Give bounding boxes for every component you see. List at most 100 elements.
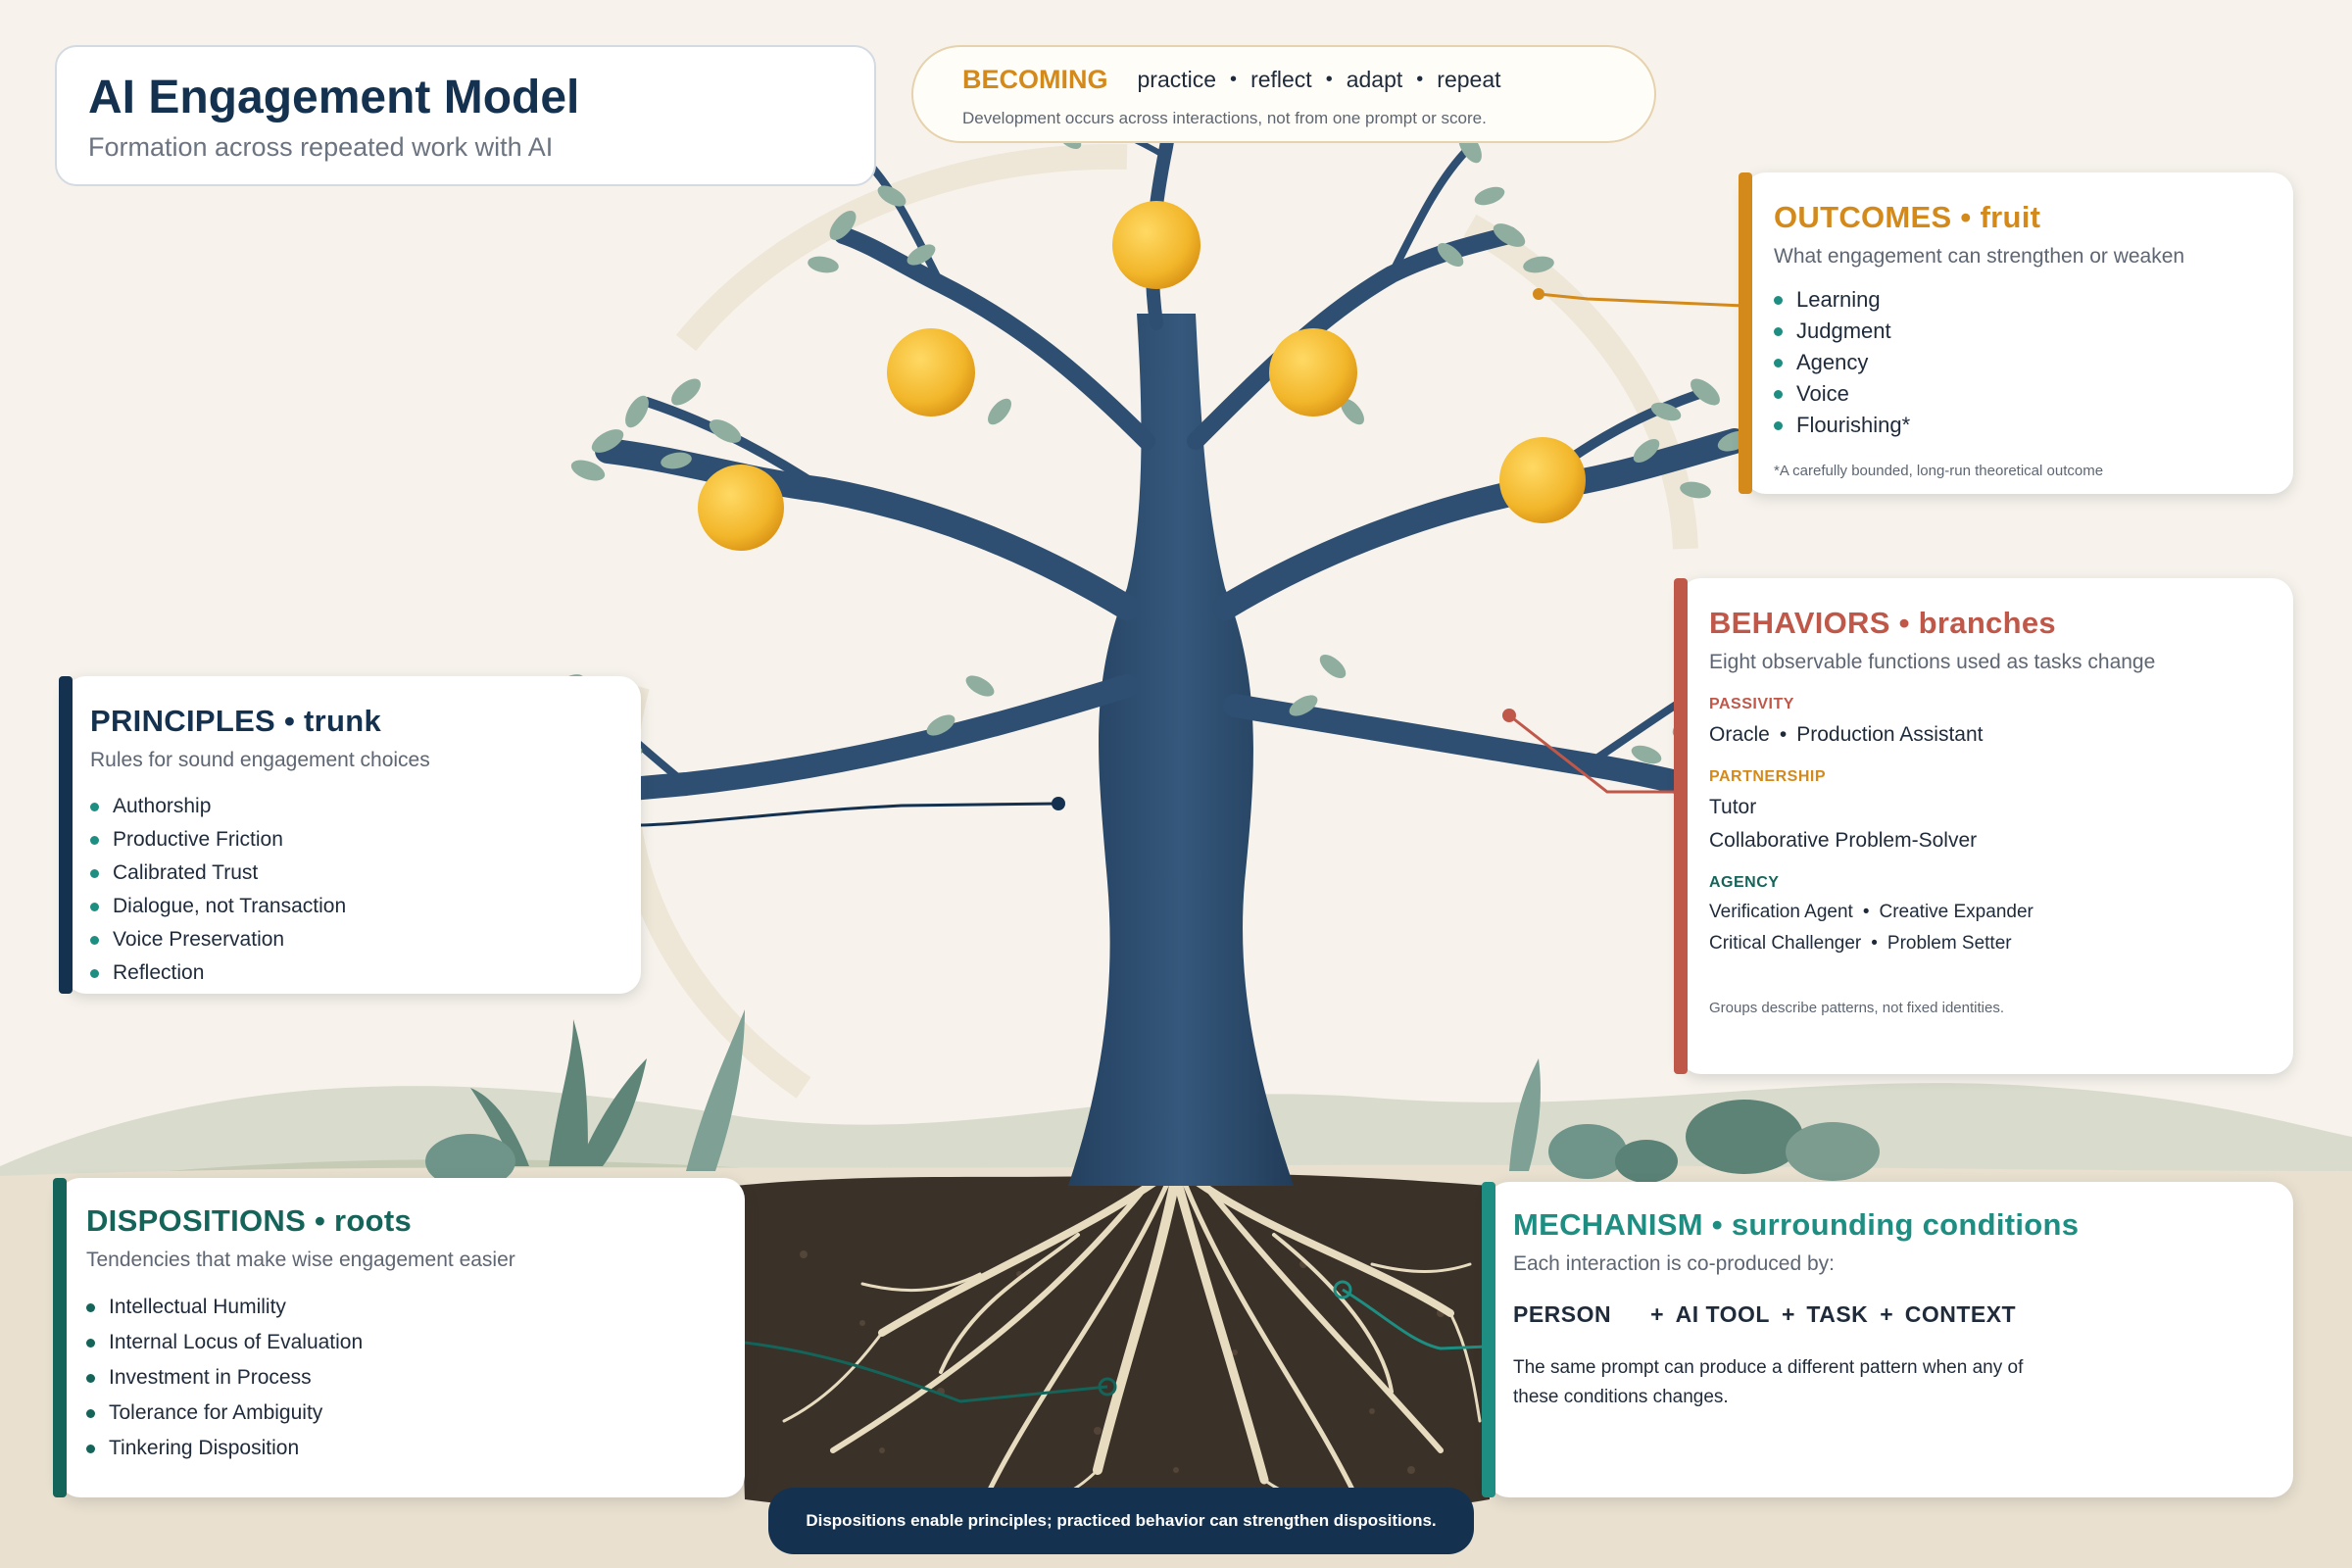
group-line: Oracle • Production Assistant xyxy=(1709,723,2264,747)
summary-banner: Dispositions enable principles; practice… xyxy=(768,1488,1474,1554)
bullet-icon xyxy=(86,1408,95,1418)
bullet-icon xyxy=(90,868,99,878)
bullet-icon xyxy=(1774,389,1783,399)
factor-label: CONTEXT xyxy=(1904,1301,2017,1327)
principles-subtitle: Rules for sound engagement choices xyxy=(90,749,430,771)
shrub-group xyxy=(425,1009,1880,1189)
behavior-label: Tutor xyxy=(1709,796,1757,818)
list-item-label: Internal Locus of Evaluation xyxy=(109,1331,364,1353)
separator-dot: • xyxy=(1416,69,1424,90)
separator-dot: • xyxy=(1862,902,1870,922)
principles-card: PRINCIPLES • trunk Rules for sound engag… xyxy=(59,676,641,994)
list-item: Authorship xyxy=(90,790,612,823)
behaviors-footnote: Groups describe patterns, not fixed iden… xyxy=(1709,1000,2004,1016)
list-item: Voice xyxy=(1774,378,2264,410)
bullet-icon xyxy=(1774,295,1783,305)
outcomes-footnote: *A carefully bounded, long-run theoretic… xyxy=(1774,463,2104,479)
page-subtitle: Formation across repeated work with AI xyxy=(88,132,554,162)
list-item-label: Tolerance for Ambiguity xyxy=(109,1401,323,1424)
list-item: Reflection xyxy=(90,956,612,990)
list-item: Agency xyxy=(1774,347,2264,378)
bullet-icon xyxy=(1774,358,1783,368)
separator-dot: • xyxy=(1779,723,1788,746)
separator-dot: • xyxy=(1325,69,1333,90)
group-line: Verification Agent • Creative Expander xyxy=(1709,902,2264,923)
behavior-label: Critical Challenger xyxy=(1709,933,1862,954)
list-item-label: Judgment xyxy=(1796,318,1891,343)
title-card: AI Engagement Model Formation across rep… xyxy=(55,45,876,186)
list-item-label: Tinkering Disposition xyxy=(109,1437,300,1459)
list-item: Internal Locus of Evaluation xyxy=(86,1325,715,1360)
list-item: Intellectual Humility xyxy=(86,1290,715,1325)
tree-trunk xyxy=(1068,314,1294,1186)
accent-bar xyxy=(1739,172,1752,494)
group-label-partnership: PARTNERSHIP xyxy=(1709,768,1826,785)
list-item: Judgment xyxy=(1774,316,2264,347)
bullet-icon xyxy=(90,968,99,978)
list-item: Flourishing* xyxy=(1774,410,2264,441)
root-icon xyxy=(782,1171,1482,1506)
list-item: Productive Friction xyxy=(90,823,612,857)
list-item: Calibrated Trust xyxy=(90,857,612,890)
list-item-label: Calibrated Trust xyxy=(113,861,259,884)
bullet-icon xyxy=(86,1338,95,1348)
list-item-label: Agency xyxy=(1796,350,1869,374)
separator-dot: • xyxy=(1871,933,1878,954)
cycle-step: practice xyxy=(1137,67,1217,92)
list-item: Dialogue, not Transaction xyxy=(90,890,612,923)
group-label-passivity: PASSIVITY xyxy=(1709,696,1794,712)
list-item-label: Investment in Process xyxy=(109,1366,312,1389)
becoming-card: BECOMING practice • reflect • adapt • re… xyxy=(911,45,1656,143)
plus-sign: + xyxy=(1880,1301,1893,1327)
list-item-label: Productive Friction xyxy=(113,828,283,851)
connector-lines xyxy=(640,288,1745,1403)
cycle-step: adapt xyxy=(1346,67,1403,92)
group-label-agency: AGENCY xyxy=(1709,874,1780,891)
becoming-note: Development occurs across interactions, … xyxy=(962,109,1487,127)
mechanism-title: MECHANISM • surrounding conditions xyxy=(1513,1207,2080,1242)
accent-bar xyxy=(1482,1182,1495,1497)
bullet-icon xyxy=(86,1373,95,1383)
list-item-label: Voice Preservation xyxy=(113,928,285,951)
plus-sign: + xyxy=(1781,1301,1795,1327)
factor-equation: PERSON + AI TOOL + TASK + CONTEXT xyxy=(1513,1301,2270,1328)
behaviors-subtitle: Eight observable functions used as tasks… xyxy=(1709,651,2156,673)
list-item: Learning xyxy=(1774,284,2264,316)
behavior-label: Problem Setter xyxy=(1886,933,2012,954)
separator-dot: • xyxy=(1230,69,1238,90)
dispositions-card: DISPOSITIONS • roots Tendencies that mak… xyxy=(53,1178,745,1497)
mechanism-note: The same prompt can produce a different … xyxy=(1513,1357,2024,1407)
behavior-label: Collaborative Problem-Solver xyxy=(1709,829,1978,852)
factor-label: TASK xyxy=(1806,1301,1869,1327)
list-item-label: Intellectual Humility xyxy=(109,1296,286,1318)
behavior-label: Creative Expander xyxy=(1879,902,2034,922)
list-item: Voice Preservation xyxy=(90,923,612,956)
cycle-step: repeat xyxy=(1437,67,1501,92)
behavior-label: Oracle xyxy=(1709,723,1770,746)
factor-label: PERSON xyxy=(1513,1301,1612,1327)
mechanism-subtitle: Each interaction is co-produced by: xyxy=(1513,1252,1836,1275)
becoming-label: BECOMING xyxy=(962,65,1108,94)
behaviors-card: BEHAVIORS • branches Eight observable fu… xyxy=(1674,578,2293,1074)
outcomes-subtitle: What engagement can strengthen or weaken xyxy=(1774,245,2185,268)
factor-label: AI TOOL xyxy=(1675,1301,1770,1327)
bullet-icon xyxy=(90,802,99,811)
behavior-label: Verification Agent xyxy=(1709,902,1853,922)
bullet-icon xyxy=(90,835,99,845)
cycle-step: reflect xyxy=(1250,67,1312,92)
bullet-icon xyxy=(86,1302,95,1312)
bullet-icon xyxy=(90,935,99,945)
bullet-icon xyxy=(1774,326,1783,336)
mechanism-card: MECHANISM • surrounding conditions Each … xyxy=(1482,1182,2293,1497)
accent-bar xyxy=(59,676,73,994)
list-item: Tinkering Disposition xyxy=(86,1431,715,1466)
behaviors-title: BEHAVIORS • branches xyxy=(1709,606,2056,640)
plus-sign: + xyxy=(1650,1301,1664,1327)
list-item: Investment in Process xyxy=(86,1360,715,1396)
behavior-label: Production Assistant xyxy=(1796,723,1984,746)
page-title: AI Engagement Model xyxy=(88,72,580,123)
list-item-label: Voice xyxy=(1796,381,1849,406)
principles-title: PRINCIPLES • trunk xyxy=(90,704,382,738)
dispositions-subtitle: Tendencies that make wise engagement eas… xyxy=(86,1249,515,1271)
